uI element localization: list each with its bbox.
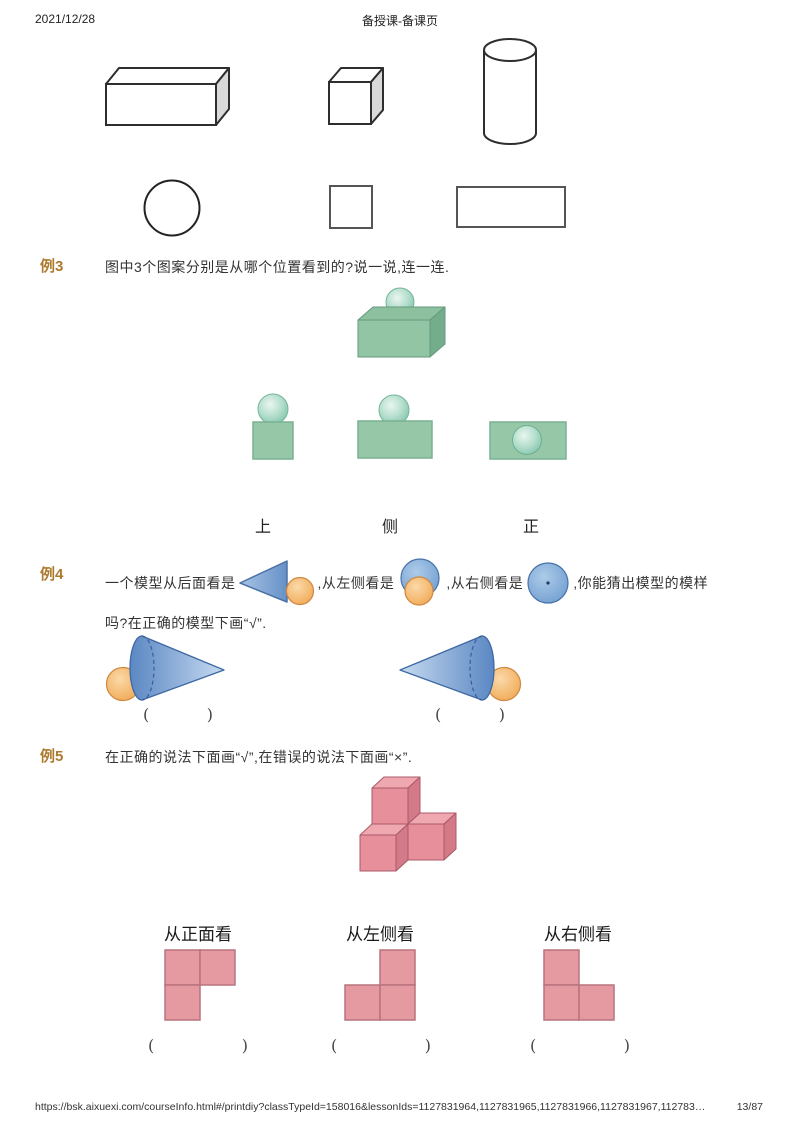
- view-side-icon: [252, 393, 294, 460]
- green-cuboid-icon: [357, 306, 446, 358]
- left-view-answer-blank: ( ): [331, 1036, 431, 1055]
- example4-text-seg1: 一个模型从后面看是: [105, 575, 236, 591]
- view-front-icon: [357, 394, 433, 459]
- view-label-front: 从正面看: [164, 925, 232, 945]
- model-a-cone-sphere-icon: [105, 635, 225, 702]
- cylinder-icon: [483, 38, 537, 145]
- example4-label: 例4: [40, 566, 64, 583]
- view-top-icon: [489, 421, 567, 460]
- back-view-triangle-ball-icon: [238, 560, 314, 606]
- rectangle-icon: [456, 186, 566, 228]
- example4-text-seg2: ,从左侧看是: [317, 575, 395, 591]
- cube-icon: [328, 67, 384, 125]
- paren-close: ): [241, 1036, 248, 1055]
- paren-close: ): [498, 705, 505, 724]
- example3-figure: [252, 287, 567, 460]
- example4-question-line2: 吗?在正确的模型下画“√”.: [105, 615, 267, 631]
- left-view-circles-icon: [400, 558, 440, 606]
- page-title: 备授课-备课页: [362, 14, 438, 28]
- position-label-top: 上: [254, 517, 271, 536]
- example5-cubes-figure: [359, 776, 457, 872]
- paren-open: (: [530, 1036, 537, 1055]
- example4-text-seg3: ,从右侧看是: [446, 575, 524, 591]
- right-view-squares-icon: [543, 949, 615, 1021]
- paren-close: ): [623, 1036, 630, 1055]
- model-a-answer-blank: ( ): [143, 705, 213, 724]
- position-label-side: 侧: [381, 517, 398, 536]
- footer-url: https://bsk.aixuexi.com/courseInfo.html#…: [35, 1101, 706, 1113]
- example3-label: 例3: [40, 258, 64, 275]
- front-view-answer-blank: ( ): [148, 1036, 248, 1055]
- paren-close: ): [206, 705, 213, 724]
- header-date: 2021/12/28: [35, 12, 96, 26]
- right-view-circle-dot-icon: [527, 562, 569, 604]
- footer-page-number: 13/87: [736, 1101, 763, 1113]
- paren-open: (: [331, 1036, 338, 1055]
- example5-label: 例5: [40, 748, 64, 765]
- cuboid-icon: [105, 67, 230, 126]
- model-b-cone-sphere-icon: [399, 635, 522, 702]
- example4-question-line1: 一个模型从后面看是 ,从左侧看是: [105, 556, 708, 610]
- left-view-squares-icon: [344, 949, 416, 1021]
- paren-open: (: [143, 705, 150, 724]
- model-b-answer-blank: ( ): [435, 705, 505, 724]
- right-view-answer-blank: ( ): [530, 1036, 630, 1055]
- paren-open: (: [148, 1036, 155, 1055]
- example3-question: 图中3个图案分别是从哪个位置看到的?说一说,连一连.: [105, 259, 450, 275]
- example4-text-seg4: ,你能猜出模型的模样: [573, 575, 709, 591]
- square-icon: [329, 185, 373, 229]
- position-label-front: 正: [522, 517, 539, 536]
- example5-views-figure: [164, 949, 615, 1021]
- view-label-left: 从左侧看: [346, 925, 414, 945]
- front-view-squares-icon: [164, 949, 236, 1021]
- view-label-right: 从右侧看: [544, 925, 612, 945]
- circle-icon: [143, 179, 201, 237]
- example4-models-figure: [105, 635, 522, 702]
- paren-close: ): [424, 1036, 431, 1055]
- paren-open: (: [435, 705, 442, 724]
- pink-cubes-icon: [359, 776, 457, 872]
- example5-question: 在正确的说法下面画“√”,在错误的说法下面画“×”.: [105, 749, 413, 765]
- solids-and-plane-shapes-figure: [105, 38, 566, 237]
